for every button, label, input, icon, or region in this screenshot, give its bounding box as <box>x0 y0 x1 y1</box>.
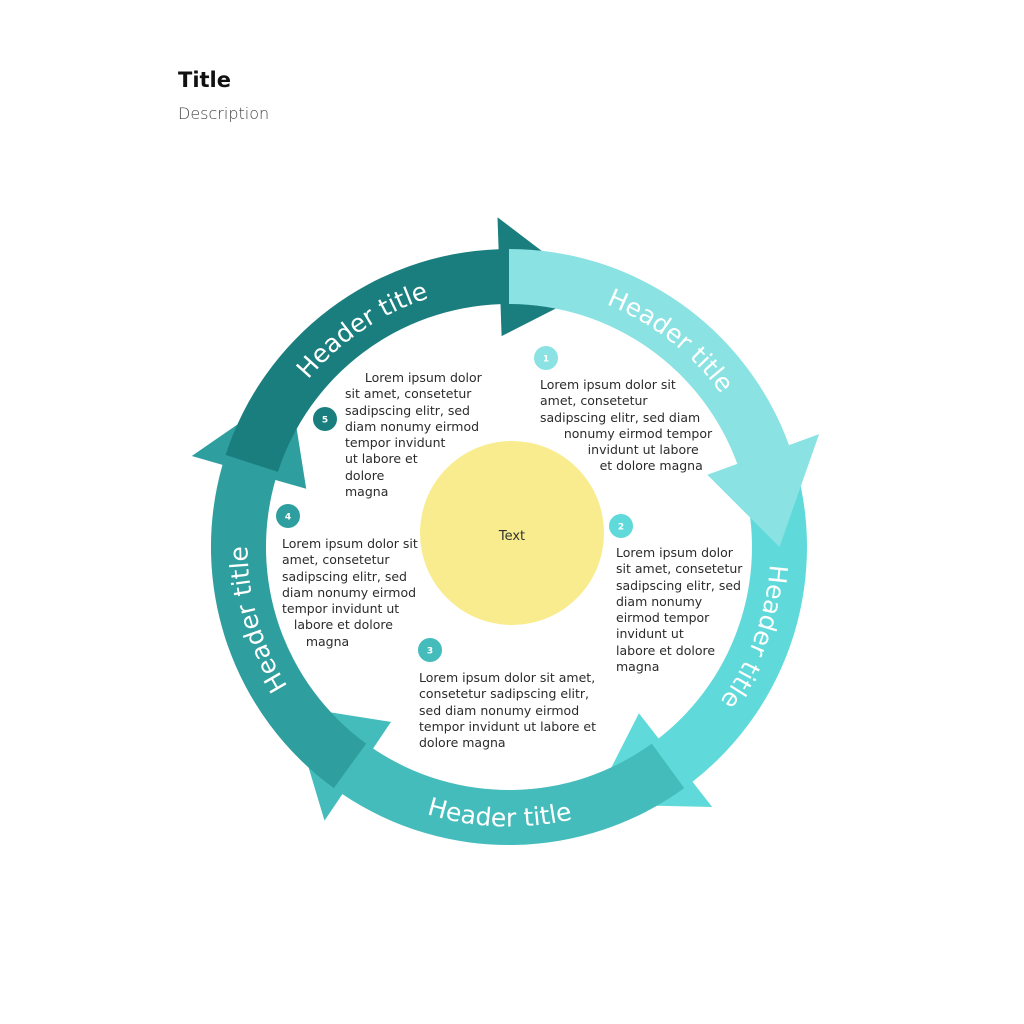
svg-text:4: 4 <box>285 513 291 523</box>
segment-1-text: Lorem ipsum dolor sit amet, consetetur s… <box>540 377 713 474</box>
segment-1-number-badge: 1 <box>534 346 558 370</box>
segment-3-arrow <box>290 706 685 846</box>
page-title: Title <box>178 68 232 92</box>
page-description: Description <box>178 104 270 123</box>
svg-text:3: 3 <box>427 647 433 657</box>
segment-3-number-badge: 3 <box>418 638 442 662</box>
segment-5-number-badge: 5 <box>313 407 337 431</box>
segment-3-text: Lorem ipsum dolor sit amet, consetetur s… <box>419 670 597 751</box>
svg-text:2: 2 <box>618 523 624 533</box>
segment-4-number-badge: 4 <box>276 504 300 528</box>
svg-text:5: 5 <box>322 416 328 426</box>
segment-4-arrow <box>191 388 367 789</box>
svg-text:1: 1 <box>543 355 549 365</box>
segment-4-text: Lorem ipsum dolor sit amet, consetetur s… <box>282 536 418 649</box>
segment-2-text: Lorem ipsum dolor sit amet, consetetur s… <box>616 545 743 675</box>
center-label: Text <box>498 529 525 544</box>
segment-1-arrow <box>509 249 820 547</box>
segment-5-text: Lorem ipsum dolor sit amet, consetetur s… <box>345 370 482 500</box>
segment-2-arrow <box>592 454 807 807</box>
segment-5-arrow <box>225 217 593 472</box>
segment-2-number-badge: 2 <box>609 514 633 538</box>
center-circle <box>420 441 604 625</box>
